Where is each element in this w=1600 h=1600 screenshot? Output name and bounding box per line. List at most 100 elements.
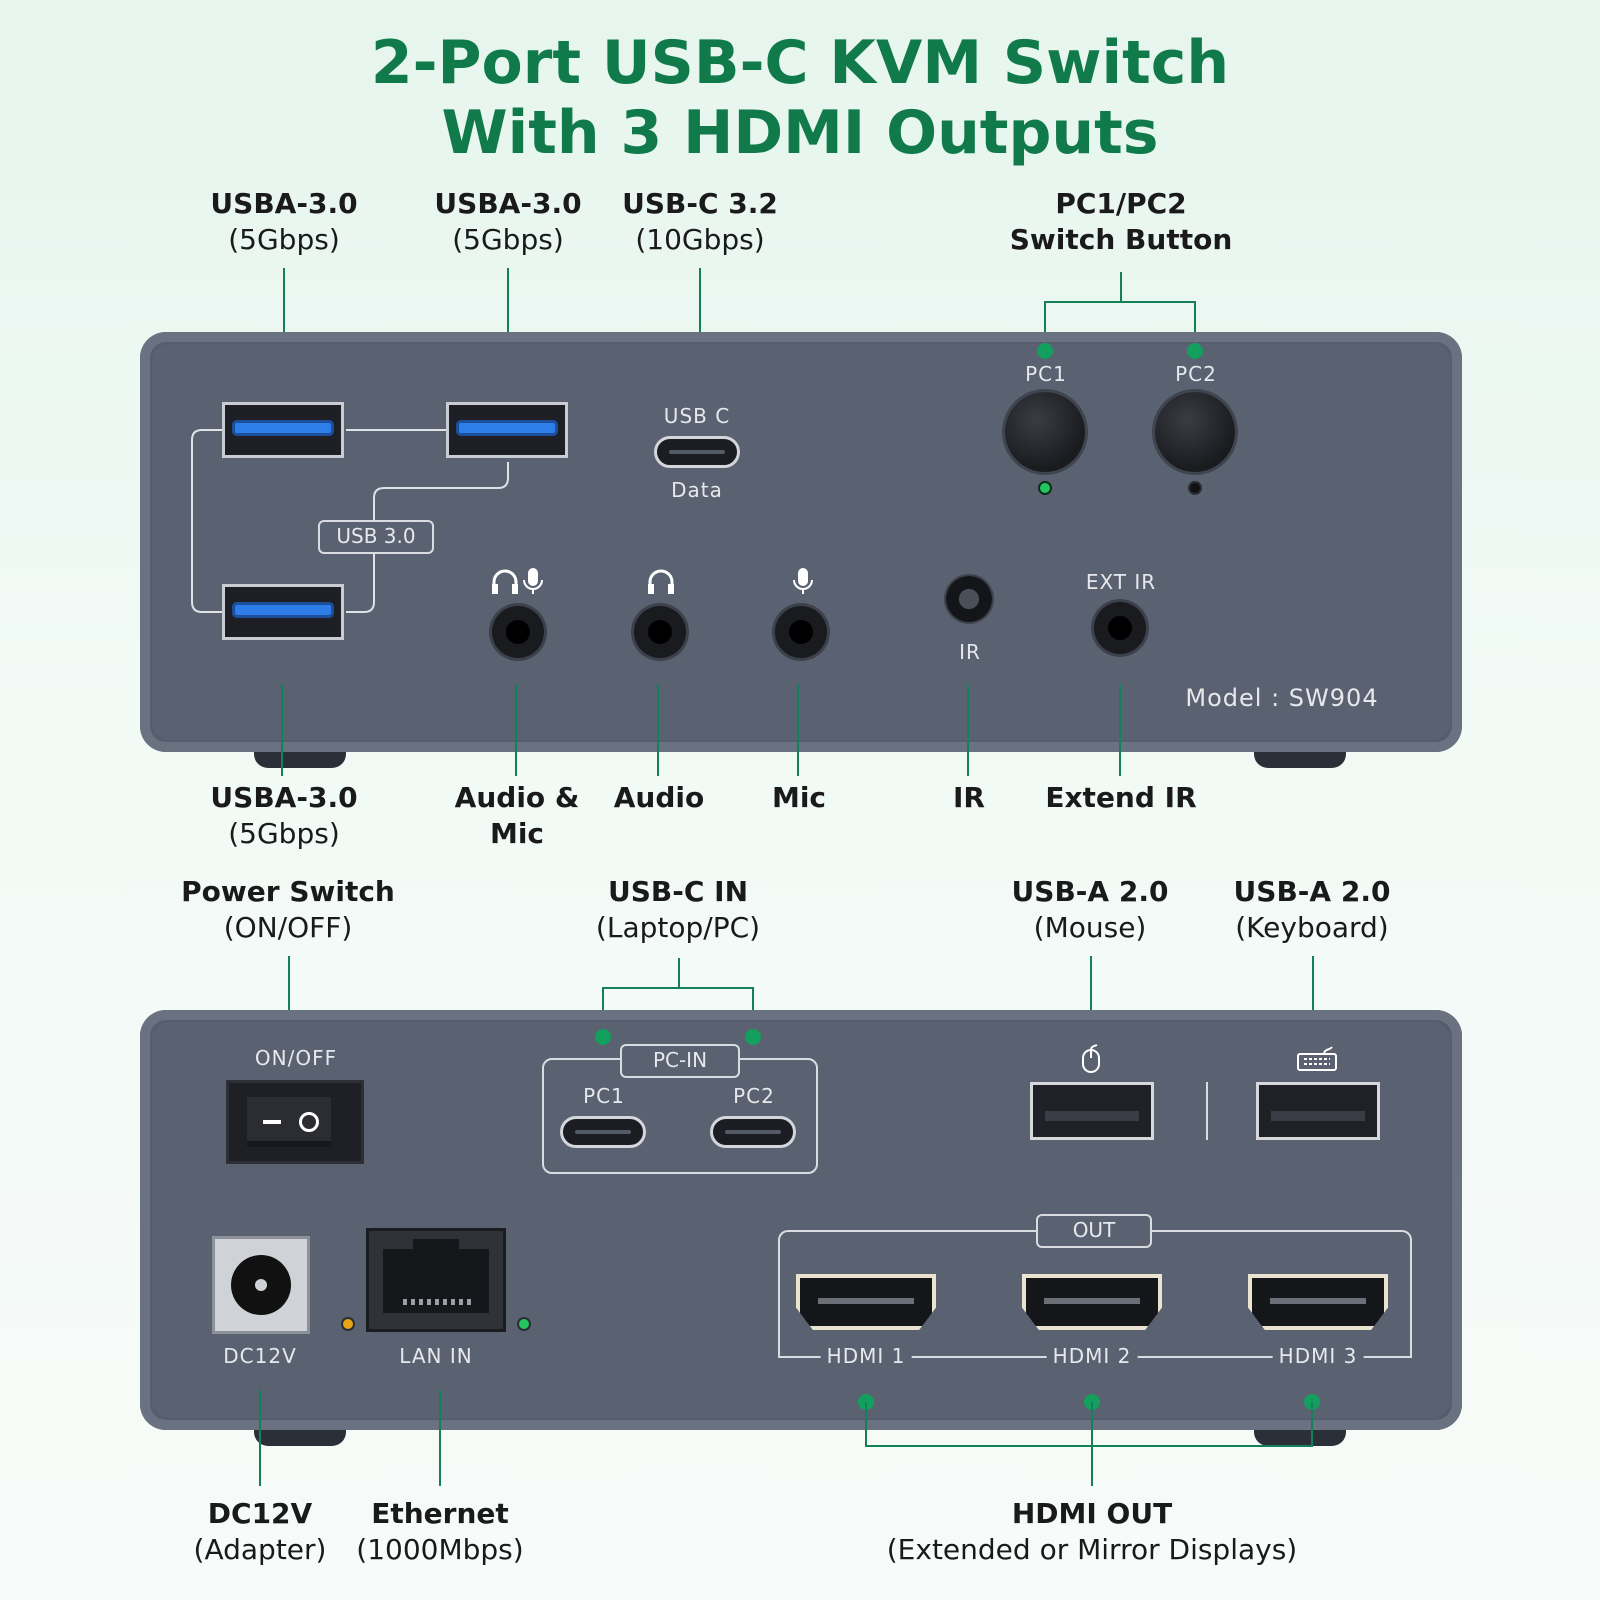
out-tag: OUT (1036, 1214, 1152, 1248)
usba-keyboard-port[interactable] (1256, 1082, 1380, 1140)
leader-line (288, 956, 290, 1038)
leader-line (1091, 1402, 1093, 1486)
hdmi-port-1[interactable] (796, 1274, 936, 1330)
callout-dot (745, 1029, 761, 1045)
callout-usba-1: USBA-3.0(5Gbps) (210, 187, 358, 256)
callout-extend-ir: Extend IR (1045, 781, 1197, 814)
hdmi3-label: HDMI 3 (1272, 1344, 1364, 1368)
pc2-label: PC2 (1175, 362, 1217, 386)
hdmi-port-2[interactable] (1022, 1274, 1162, 1330)
leader-line (1044, 301, 1046, 351)
hdmi-port-3[interactable] (1248, 1274, 1388, 1330)
lan-activity-led (343, 1319, 353, 1329)
audio-jack[interactable] (634, 606, 686, 658)
divider (1206, 1082, 1208, 1140)
leader-line (1044, 301, 1196, 303)
callout-ethernet: Ethernet(1000Mbps) (356, 1497, 524, 1566)
power-switch[interactable] (226, 1080, 364, 1164)
dc12v-port[interactable] (212, 1236, 310, 1334)
usbc-in-pc1-port[interactable] (560, 1116, 646, 1148)
hdmi1-label: HDMI 1 (820, 1344, 912, 1368)
rubber-foot (1254, 1430, 1346, 1446)
pc1-in-label: PC1 (583, 1084, 625, 1108)
on-off-label: ON/OFF (254, 1046, 338, 1070)
rubber-foot (254, 752, 346, 768)
title-line-2: With 3 HDMI Outputs (441, 98, 1159, 168)
leader-line (281, 684, 283, 776)
pc1-led (1040, 483, 1050, 493)
leader-line (1090, 956, 1092, 1038)
pc1-label: PC1 (1025, 362, 1067, 386)
rear-panel (140, 1010, 1462, 1430)
ir-sensor (946, 576, 992, 622)
lan-link-led (519, 1319, 529, 1329)
data-label: Data (671, 478, 723, 502)
callout-power-switch: Power Switch(ON/OFF) (181, 875, 395, 944)
callout-ir: IR (953, 781, 985, 814)
leader-line (678, 958, 680, 988)
leader-line (1120, 272, 1122, 302)
pc2-switch-button[interactable] (1155, 392, 1235, 472)
ext-ir-jack[interactable] (1094, 602, 1146, 654)
ext-ir-label: EXT IR (1085, 570, 1157, 594)
model-label: Model : SW904 (1185, 684, 1379, 712)
usba-port-1[interactable] (222, 402, 344, 458)
callout-keyboard: USB-A 2.0(Keyboard) (1233, 875, 1391, 944)
leader-line (515, 684, 517, 776)
pc-in-tag: PC-IN (620, 1044, 740, 1078)
callout-audio: Audio (613, 781, 705, 814)
callout-hdmi-out: HDMI OUT(Extended or Mirror Displays) (886, 1497, 1298, 1566)
mouse-icon (1080, 1044, 1102, 1074)
rubber-foot (1254, 752, 1346, 768)
callout-audio-mic: Audio &Mic (454, 781, 580, 850)
callout-dc12v: DC12V(Adapter) (193, 1497, 327, 1566)
usba-port-2[interactable] (446, 402, 568, 458)
usba-mouse-port[interactable] (1030, 1082, 1154, 1140)
leader-line (865, 1445, 1313, 1447)
leader-line (657, 684, 659, 776)
leader-line (865, 1402, 867, 1446)
pc2-led (1190, 483, 1200, 493)
leader-line (1311, 1402, 1313, 1446)
leader-line (1194, 301, 1196, 351)
lan-port[interactable] (366, 1228, 506, 1332)
leader-line (967, 684, 969, 776)
keyboard-icon (1296, 1046, 1338, 1072)
dc12v-label: DC12V (223, 1344, 297, 1368)
usbc-in-pc2-port[interactable] (710, 1116, 796, 1148)
callout-usba-3: USBA-3.0(5Gbps) (210, 781, 358, 850)
lan-in-label: LAN IN (399, 1344, 473, 1368)
callout-usbc-in: USB-C IN(Laptop/PC) (595, 875, 761, 944)
callout-dot (595, 1029, 611, 1045)
leader-line (602, 987, 754, 989)
callout-dot (1037, 343, 1053, 359)
callout-dot (1187, 343, 1203, 359)
ir-label: IR (959, 640, 981, 664)
usbc-label: USB C (663, 404, 731, 428)
callout-usbc: USB-C 3.2(10Gbps) (622, 187, 778, 256)
leader-line (507, 268, 509, 360)
headset-mic-icon (490, 566, 546, 596)
pc1-switch-button[interactable] (1005, 392, 1085, 472)
callout-usba-2: USBA-3.0(5Gbps) (434, 187, 582, 256)
audio-mic-jack[interactable] (492, 606, 544, 658)
leader-line (797, 684, 799, 776)
mic-jack[interactable] (775, 606, 827, 658)
usba-port-3[interactable] (222, 584, 344, 640)
callout-mouse: USB-A 2.0(Mouse) (1011, 875, 1169, 944)
leader-line (439, 1390, 441, 1486)
leader-line (699, 268, 701, 360)
headphones-icon (646, 566, 676, 596)
leader-line (259, 1390, 261, 1486)
usbc-data-port[interactable] (654, 436, 740, 468)
title-line-1: 2-Port USB-C KVM Switch (370, 28, 1230, 98)
rubber-foot (254, 1430, 346, 1446)
microphone-icon (792, 566, 814, 596)
usb30-tag: USB 3.0 (318, 520, 434, 554)
pc2-in-label: PC2 (733, 1084, 775, 1108)
leader-line (283, 268, 285, 360)
hdmi2-label: HDMI 2 (1046, 1344, 1138, 1368)
leader-line (1119, 684, 1121, 776)
